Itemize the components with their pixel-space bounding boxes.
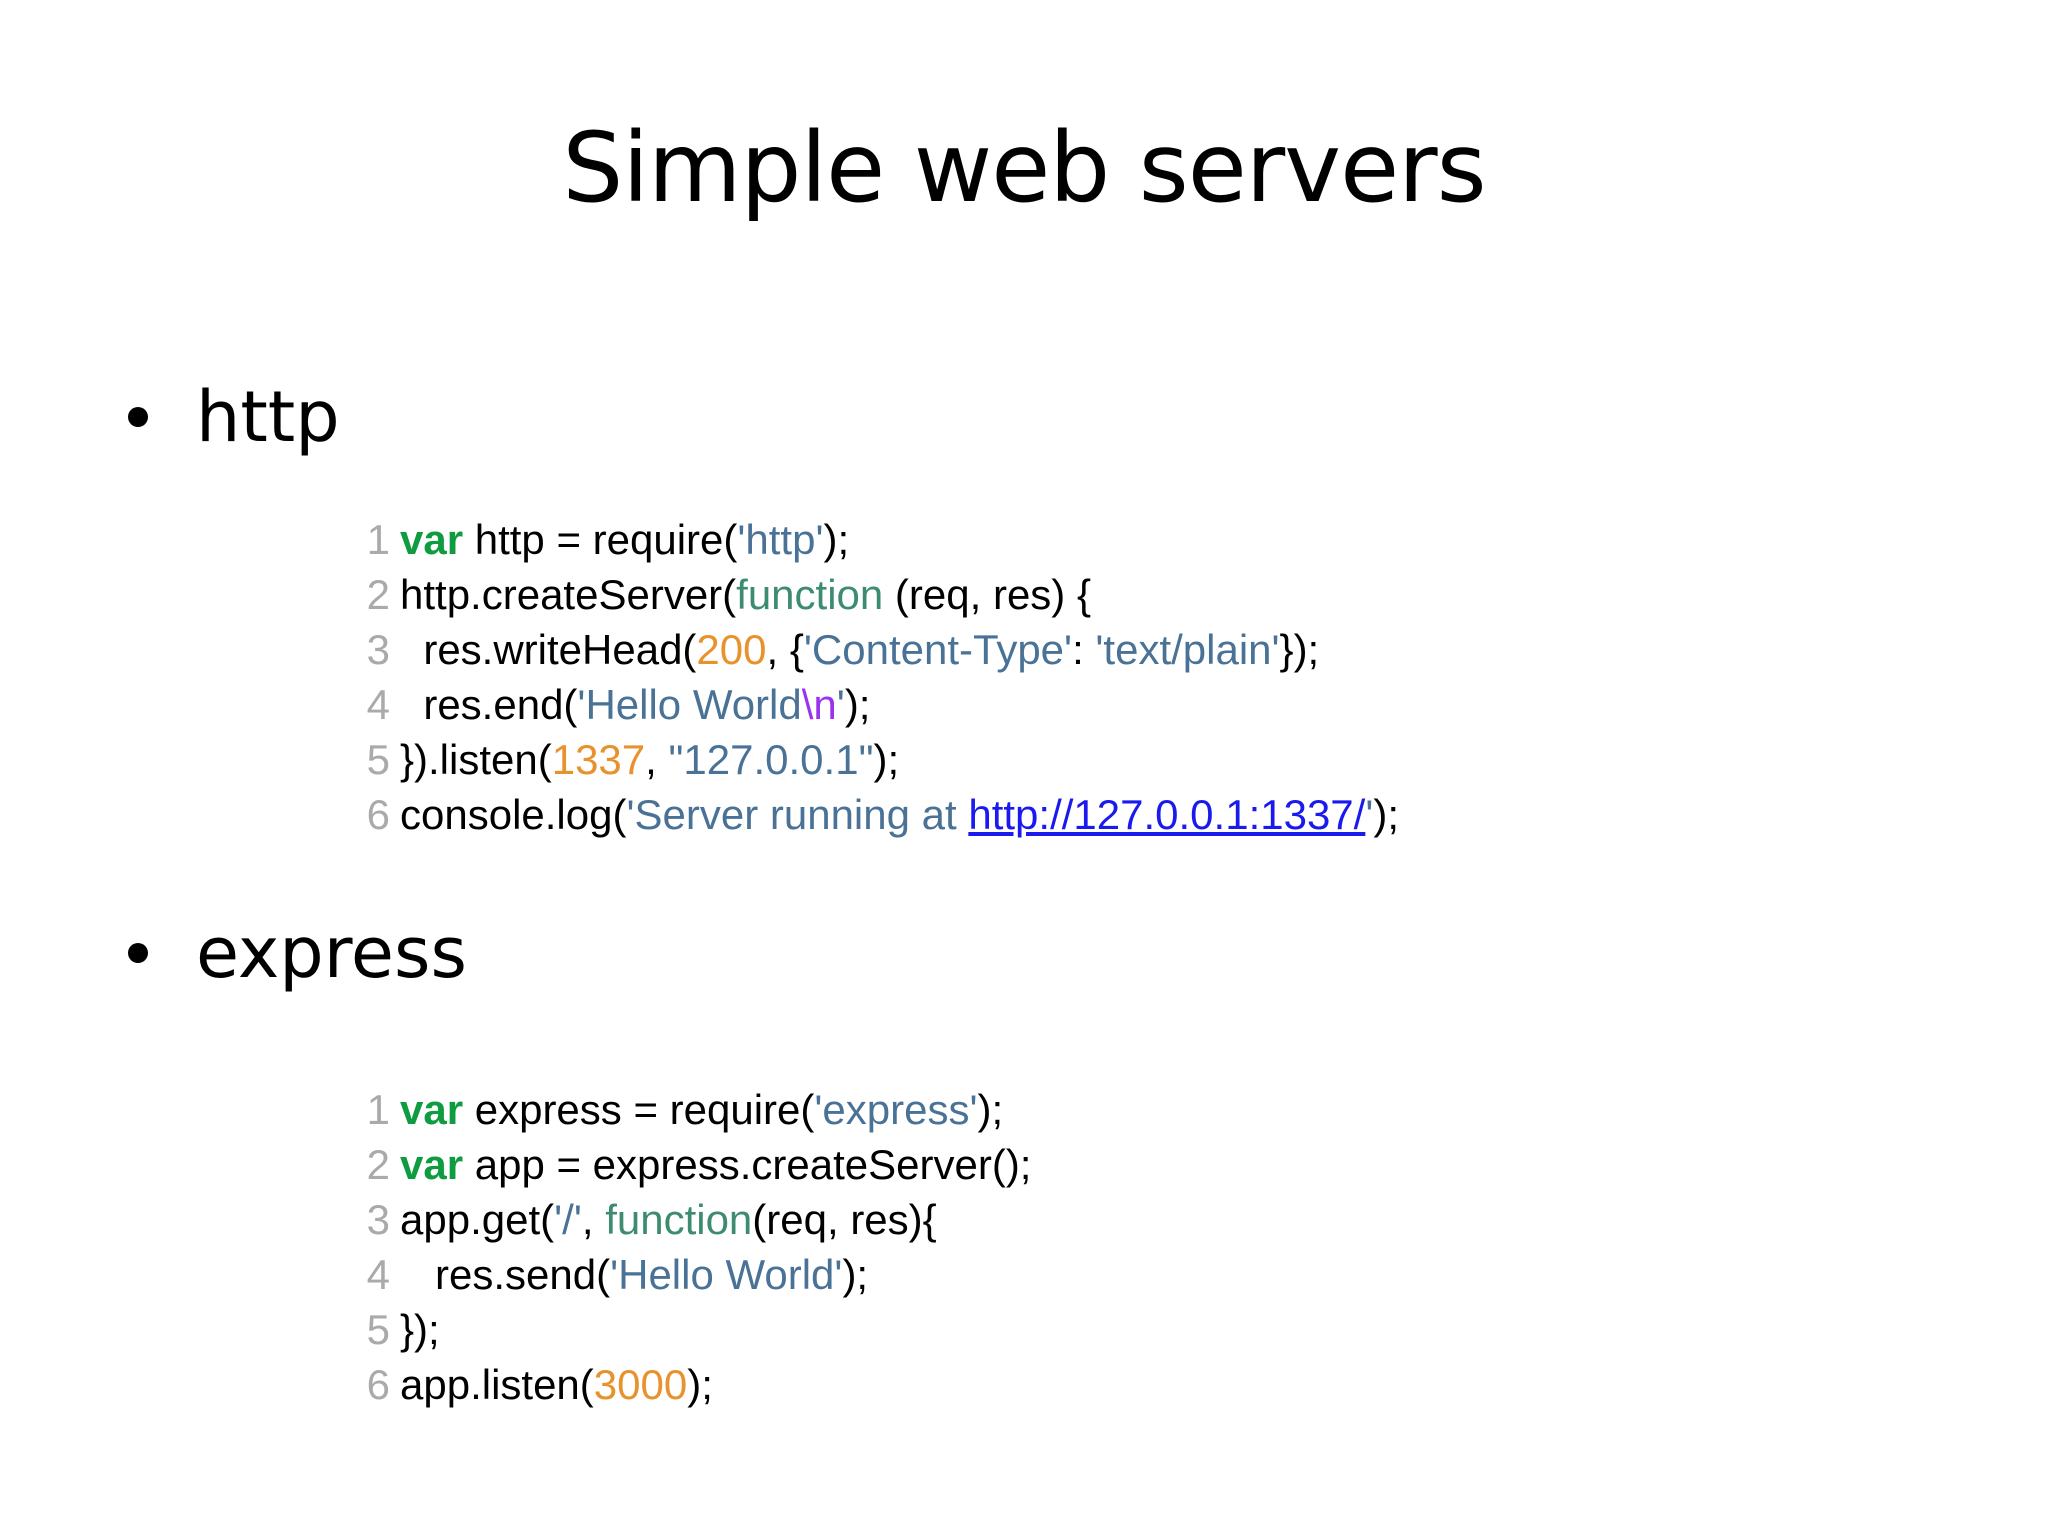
code-token-plain: express = require( — [463, 1086, 815, 1133]
code-token-str: 'http' — [737, 516, 824, 563]
code-token-fn: function — [605, 1196, 753, 1243]
line-number: 2 — [366, 1141, 390, 1188]
code-token-plain: , { — [766, 626, 804, 673]
line-number: 5 — [366, 736, 390, 783]
code-line: 5}).listen(1337, "127.0.0.1"); — [356, 732, 1399, 787]
code-token-str: '/' — [554, 1196, 582, 1243]
code-token-kw: var — [400, 1086, 464, 1133]
line-number: 4 — [366, 1251, 390, 1298]
code-token-str: 'Content-Type' — [803, 626, 1073, 673]
bullet-item-http: http — [128, 382, 340, 452]
bullet-label-http: http — [196, 376, 340, 458]
line-number: 3 — [366, 1196, 390, 1243]
code-token-plain: , — [581, 1196, 606, 1243]
line-number: 4 — [366, 681, 390, 728]
bullet-dot-icon — [128, 407, 148, 427]
code-token-plain: ); — [1373, 791, 1400, 838]
code-token-num: 3000 — [593, 1361, 688, 1408]
code-token-plain: res.send( — [400, 1251, 611, 1298]
line-number: 1 — [366, 1086, 390, 1133]
page-title: Simple web servers — [562, 112, 1486, 224]
code-token-plain: : — [1072, 626, 1096, 673]
code-token-plain: app.listen( — [400, 1361, 594, 1408]
line-number: 6 — [366, 791, 390, 838]
bullet-label-express: express — [196, 912, 467, 994]
code-token-str: ' — [836, 681, 845, 728]
code-token-plain: ); — [977, 1086, 1004, 1133]
bullet-item-express: express — [128, 918, 467, 988]
code-token-plain: , — [645, 736, 669, 783]
code-line: 5}); — [356, 1302, 1031, 1357]
code-token-str: 'express' — [814, 1086, 978, 1133]
code-token-plain: res.writeHead( — [400, 626, 697, 673]
code-token-plain: }); — [1279, 626, 1320, 673]
code-token-plain: app.get( — [400, 1196, 555, 1243]
code-token-plain: ); — [842, 1251, 869, 1298]
code-line: 4 res.end('Hello World\n'); — [356, 677, 1399, 732]
code-token-fn: function — [736, 571, 884, 618]
code-token-esc: \n — [801, 681, 837, 728]
code-token-plain: ); — [844, 681, 871, 728]
line-number: 3 — [366, 626, 390, 673]
code-token-kw: var — [400, 516, 464, 563]
code-token-plain: (req, res) { — [883, 571, 1091, 618]
code-token-plain: http = require( — [463, 516, 738, 563]
code-token-plain: console.log( — [400, 791, 627, 838]
line-number: 2 — [366, 571, 390, 618]
code-token-num: 1337 — [551, 736, 646, 783]
code-token-plain: http.createServer( — [400, 571, 737, 618]
code-token-str: 'text/plain' — [1095, 626, 1280, 673]
line-number: 6 — [366, 1361, 390, 1408]
code-token-str: 'Hello World — [577, 681, 802, 728]
code-line: 3 res.writeHead(200, {'Content-Type': 't… — [356, 622, 1399, 677]
code-token-plain: }).listen( — [400, 736, 552, 783]
code-token-str: "127.0.0.1" — [668, 736, 874, 783]
code-token-str: ' — [1365, 791, 1374, 838]
code-token-plain: }); — [400, 1306, 440, 1353]
code-token-plain: ); — [823, 516, 850, 563]
code-token-plain: res.end( — [400, 681, 578, 728]
code-token-kw: var — [400, 1141, 464, 1188]
code-token-str: 'Hello World' — [610, 1251, 843, 1298]
code-token-plain: app = express.createServer(); — [463, 1141, 1032, 1188]
code-hyperlink[interactable]: http://127.0.0.1:1337/ — [968, 791, 1366, 838]
bullet-dot-icon — [128, 943, 148, 963]
line-number: 5 — [366, 1306, 390, 1353]
code-line: 4 res.send('Hello World'); — [356, 1247, 1031, 1302]
code-token-plain: ); — [687, 1361, 713, 1408]
code-token-plain: (req, res){ — [752, 1196, 937, 1243]
line-number: 1 — [366, 516, 390, 563]
code-token-num: 200 — [696, 626, 767, 673]
code-token-plain: ); — [873, 736, 900, 783]
code-token-str: 'Server running at — [626, 791, 969, 838]
